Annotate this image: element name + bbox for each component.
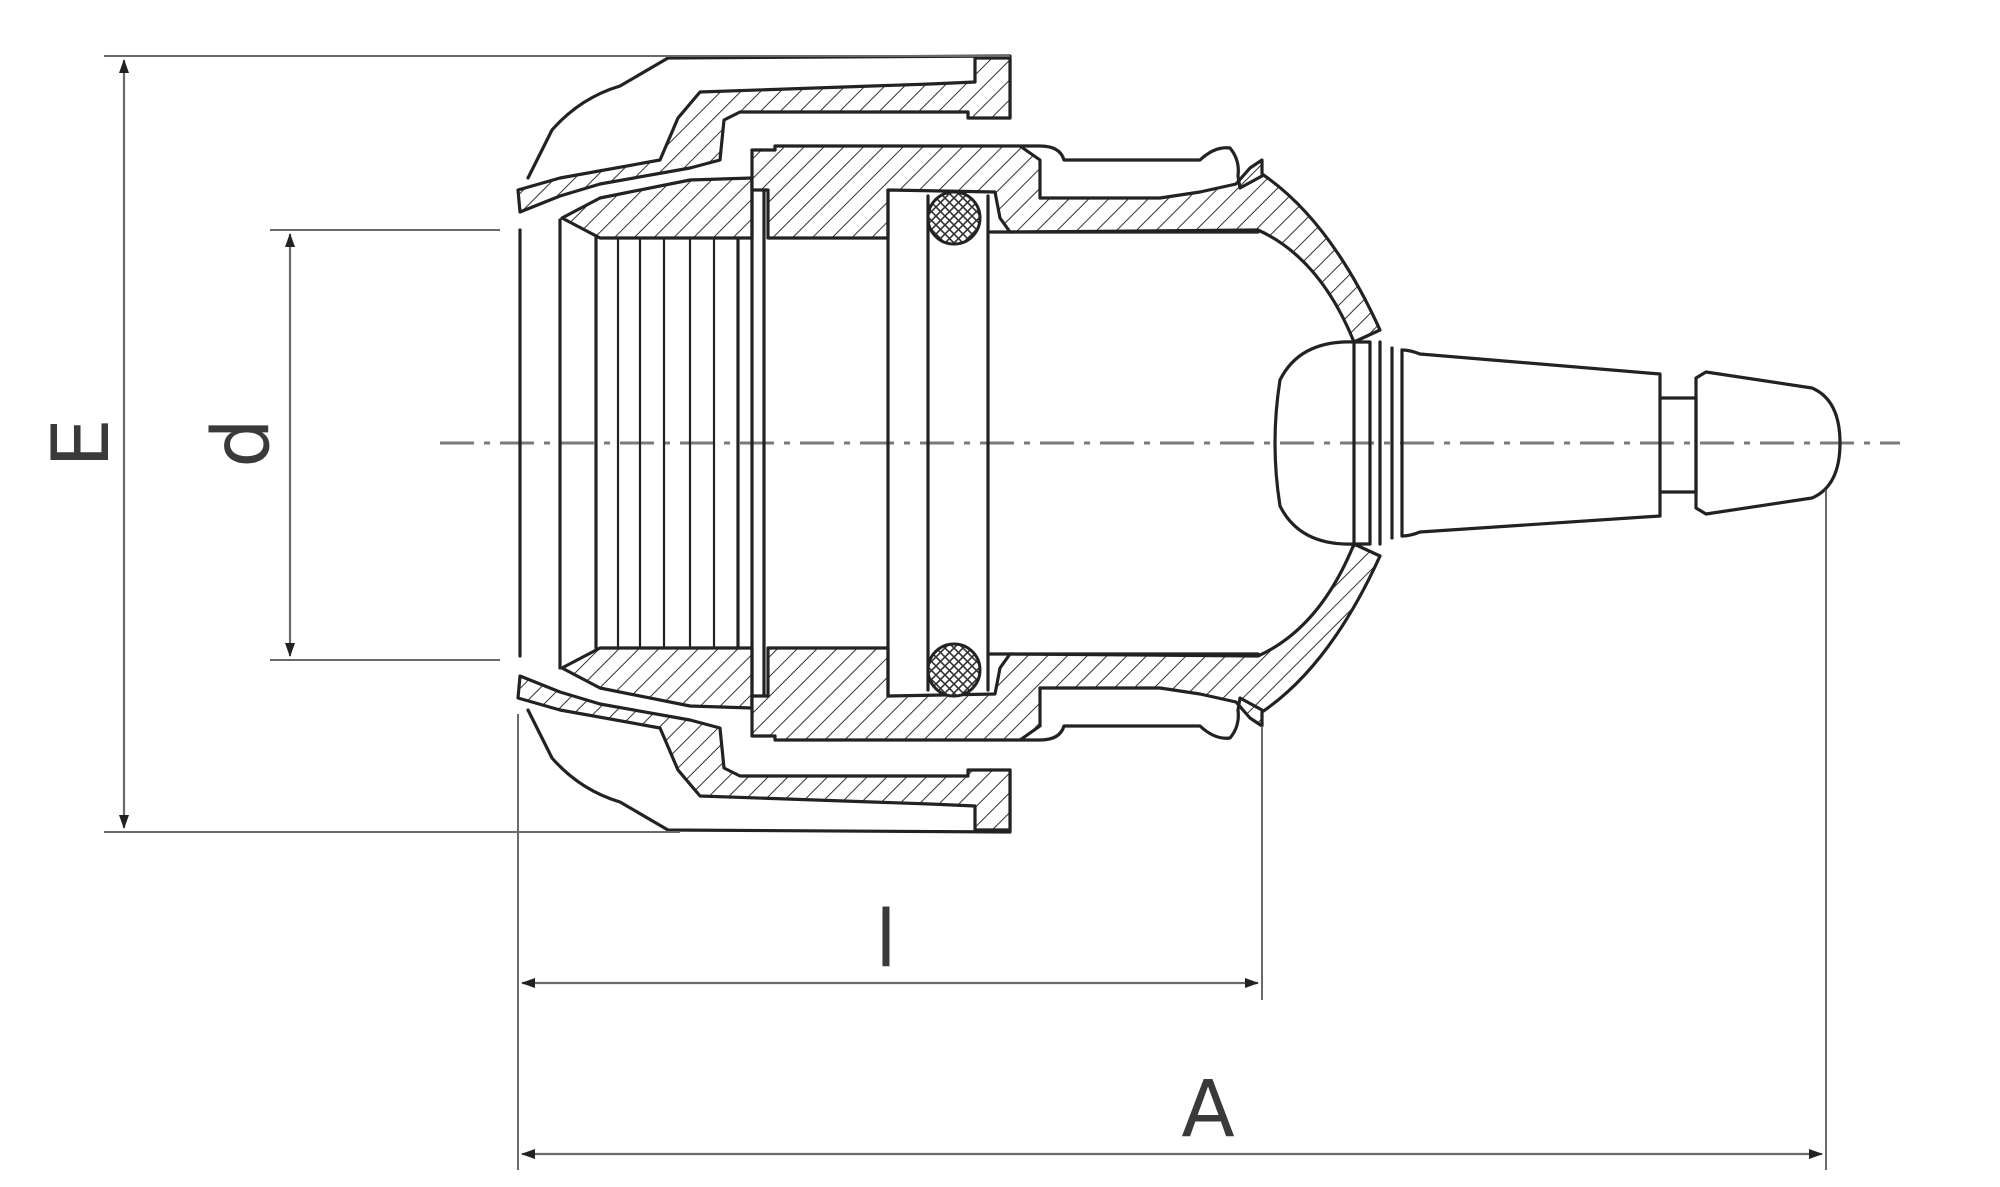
body-spigot-outline-bottom <box>1018 696 1264 742</box>
nut-section-bottom <box>516 674 1012 832</box>
body-wall-bottom <box>750 542 1382 742</box>
nozzle-cone <box>1400 348 1662 538</box>
body-wall-top <box>750 144 1382 344</box>
o-ring-top <box>926 190 982 246</box>
nozzle-tip <box>1694 370 1842 516</box>
dim-a-label: A <box>1181 1065 1234 1155</box>
nut-outer-shell-bottom <box>526 708 1012 834</box>
nut-outer-shell-top <box>526 54 1012 180</box>
o-ring-bottom <box>926 642 982 698</box>
dim-l-label: l <box>875 895 897 985</box>
dome-plug <box>1273 340 1356 546</box>
dim-d-label: d <box>197 418 287 468</box>
dome-neck <box>1352 340 1404 546</box>
nozzle-neck <box>1658 396 1698 494</box>
dim-e-label: E <box>37 418 127 467</box>
nut-section-top <box>516 56 1012 214</box>
grip-ring-bottom <box>560 646 754 710</box>
body-spigot-outline-top <box>1018 144 1264 190</box>
